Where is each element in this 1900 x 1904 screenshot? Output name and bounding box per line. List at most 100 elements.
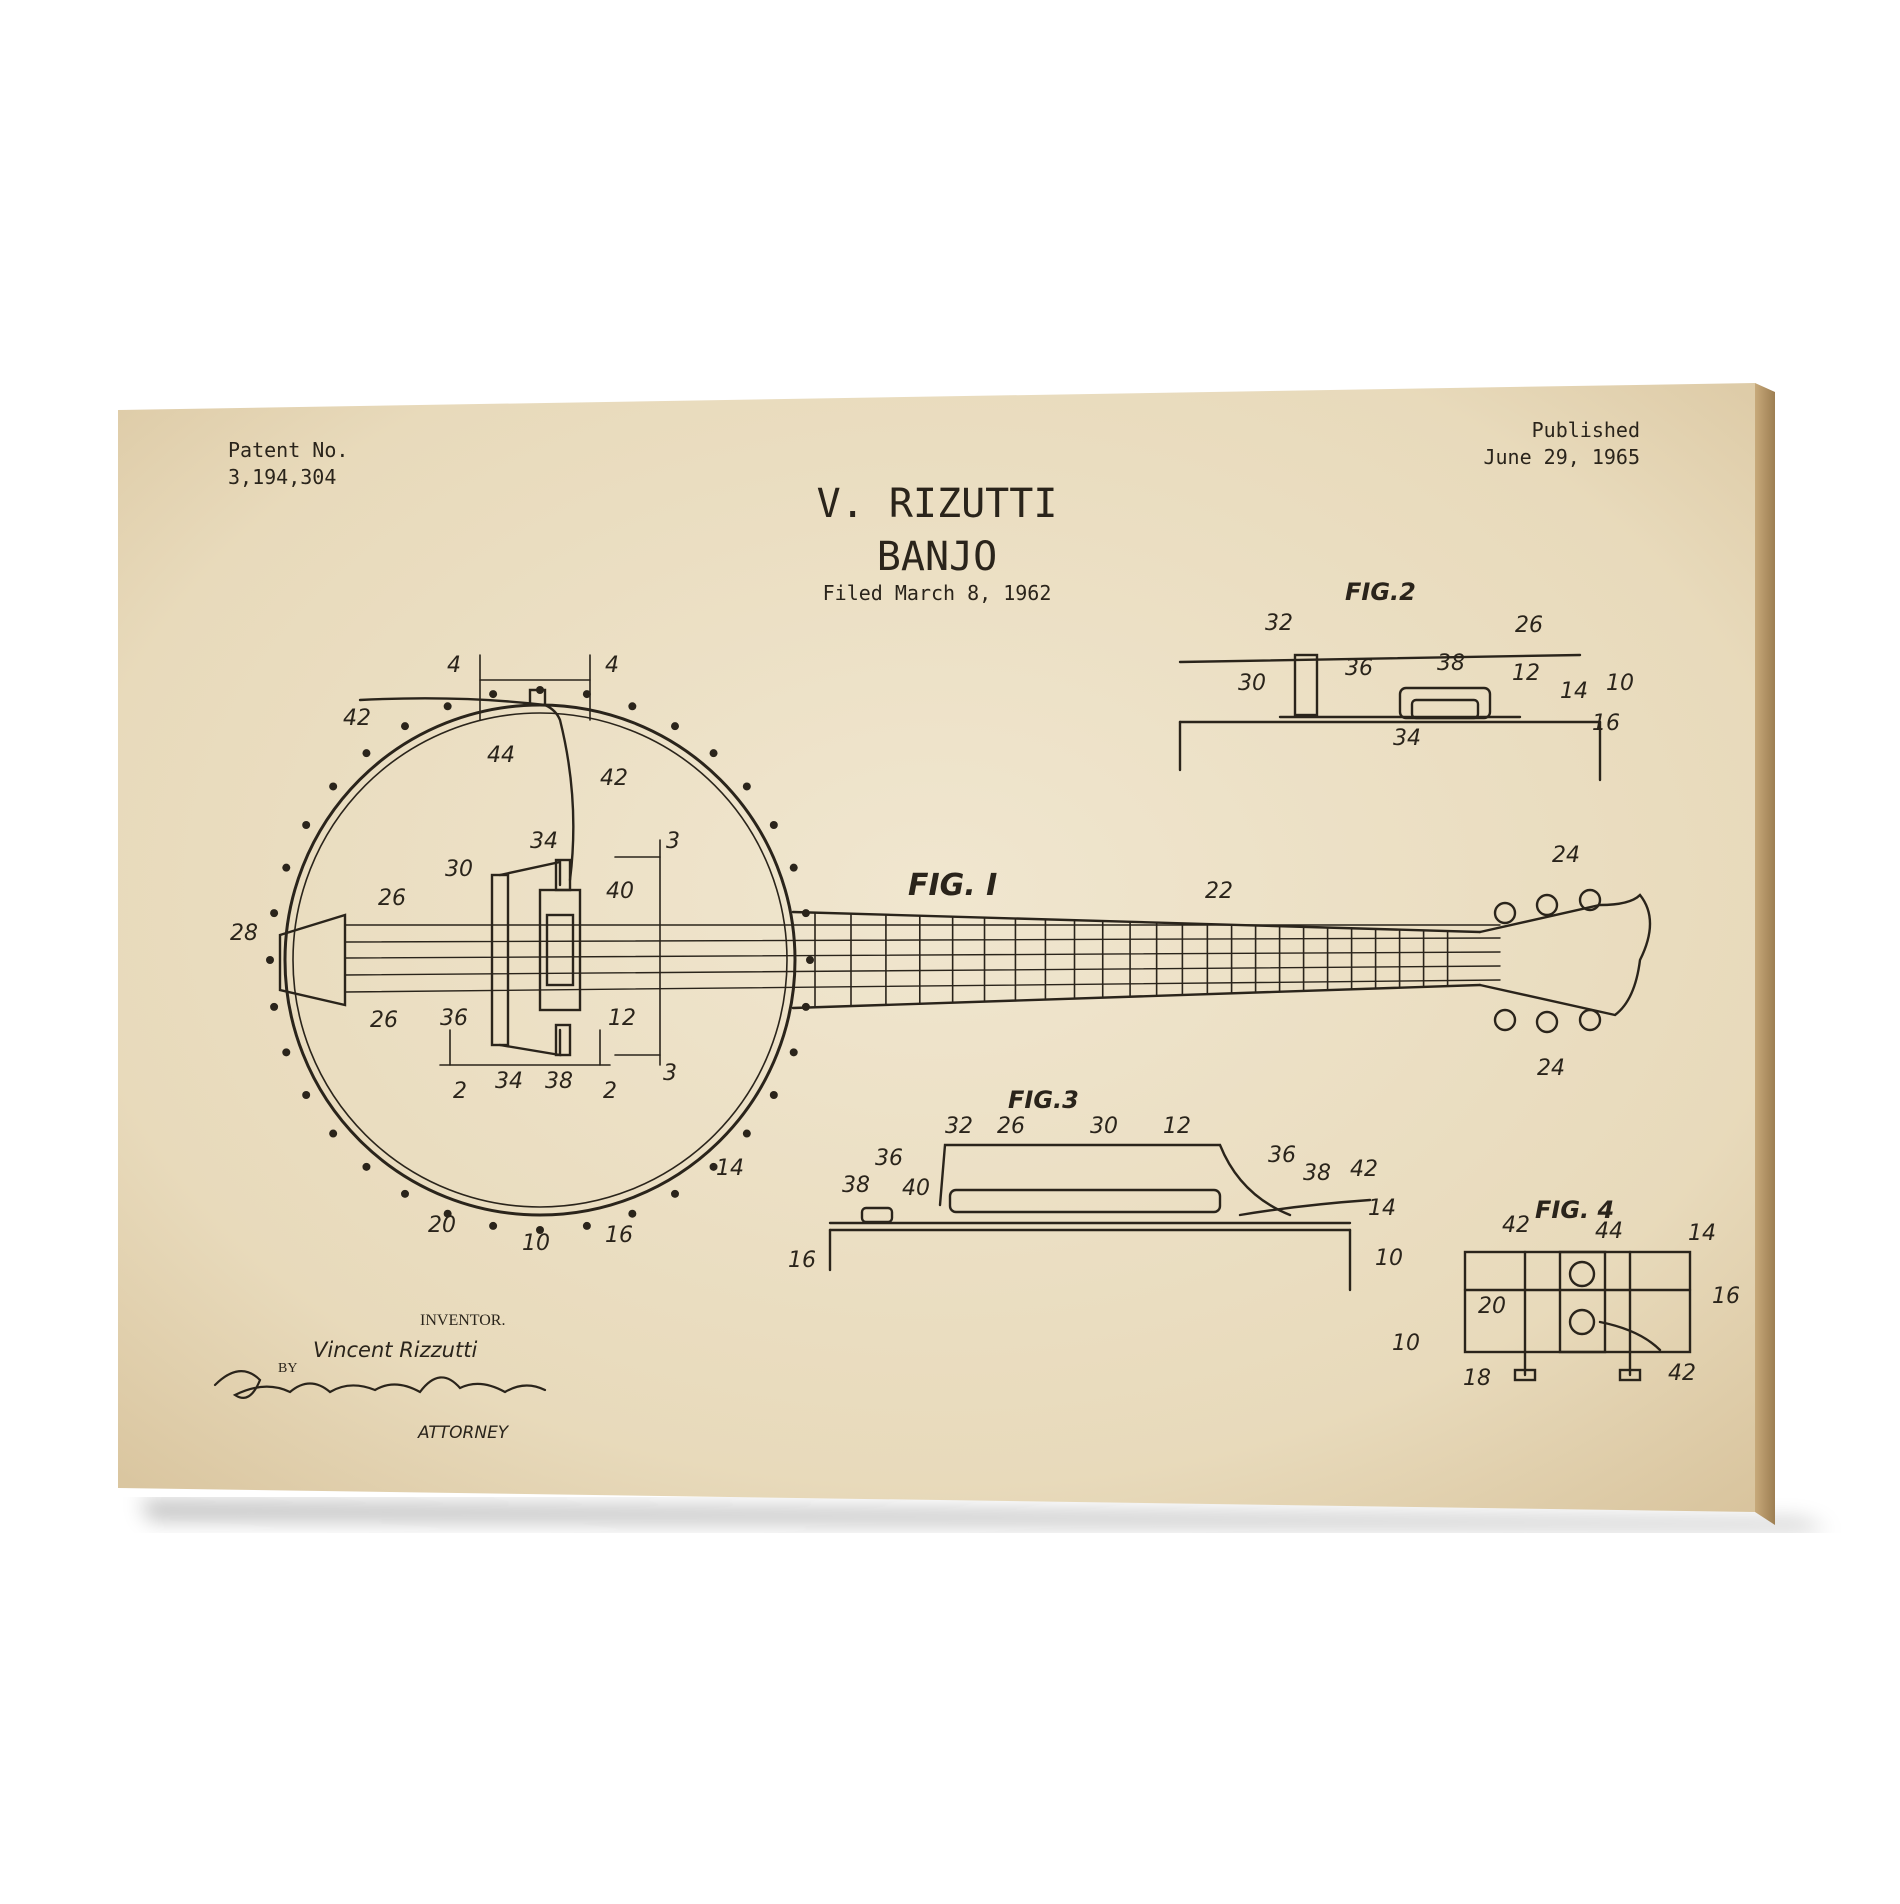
fig4-reference-numeral: 42 <box>1668 1361 1696 1386</box>
fig1-reference-numeral: 42 <box>343 706 371 731</box>
fig1-reference-numeral: 10 <box>522 1231 550 1256</box>
fig1-reference-numeral: 14 <box>716 1156 744 1181</box>
patent-number-label: Patent No. <box>228 438 348 462</box>
rim-hook <box>266 956 274 964</box>
fig1-reference-numeral: 16 <box>605 1223 633 1248</box>
fig1-reference-numeral: 40 <box>606 879 634 904</box>
inventor-signature-name: Vincent Rizzutti <box>313 1338 477 1362</box>
rim-hook <box>329 782 337 790</box>
rim-hook <box>583 1222 591 1230</box>
fig1-reference-numeral: 28 <box>230 921 258 946</box>
rim-hook <box>362 1163 370 1171</box>
fig4-reference-numeral: 14 <box>1688 1221 1716 1246</box>
rim-hook <box>444 702 452 710</box>
fig3-reference-numeral: 36 <box>1268 1143 1296 1168</box>
fig1-reference-numeral: 24 <box>1552 843 1580 868</box>
fig1-reference-numeral: 4 <box>605 653 619 678</box>
rim-hook <box>628 702 636 710</box>
fig1-reference-numeral: 26 <box>378 886 406 911</box>
fig1-reference-numeral: 42 <box>600 766 628 791</box>
fig4-reference-numeral: 18 <box>1463 1366 1491 1391</box>
inventor-label: INVENTOR. <box>420 1312 505 1329</box>
fig3-reference-numeral: 26 <box>997 1114 1025 1139</box>
fig4-reference-numeral: 10 <box>1392 1331 1420 1356</box>
fig3-reference-numeral: 10 <box>1375 1246 1403 1271</box>
rim-hook <box>302 1091 310 1099</box>
patent-number-value: 3,194,304 <box>228 465 336 489</box>
fig3-reference-numeral: 38 <box>1303 1161 1331 1186</box>
canvas-side-edge <box>1755 383 1775 1525</box>
rim-hook <box>489 690 497 698</box>
rim-hook <box>401 1190 409 1198</box>
fig3-reference-numeral: 38 <box>842 1173 870 1198</box>
rim-hook <box>282 1048 290 1056</box>
rim-hook <box>790 1048 798 1056</box>
fig1-reference-numeral: 22 <box>1205 879 1233 904</box>
rim-hook <box>489 1222 497 1230</box>
fig1-reference-numeral: 3 <box>663 1061 677 1086</box>
fig3-reference-numeral: 42 <box>1350 1157 1378 1182</box>
rim-hook <box>628 1210 636 1218</box>
fig2-title: FIG.2 <box>1345 578 1416 606</box>
fig1-title: FIG. I <box>908 868 997 903</box>
published-date: June 29, 1965 <box>1483 445 1640 469</box>
fig1-reference-numeral: 4 <box>447 653 461 678</box>
rim-hook <box>270 909 278 917</box>
fig1-reference-numeral: 3 <box>666 829 680 854</box>
fig1-reference-numeral: 44 <box>487 743 515 768</box>
fig2-reference-numeral: 30 <box>1238 671 1266 696</box>
fig2-reference-numeral: 36 <box>1345 656 1373 681</box>
rim-hook <box>671 1190 679 1198</box>
rim-hook <box>743 782 751 790</box>
fig3-reference-numeral: 30 <box>1090 1114 1118 1139</box>
rim-hook <box>401 722 409 730</box>
fig2-reference-numeral: 32 <box>1265 611 1293 636</box>
fig1-reference-numeral: 26 <box>370 1008 398 1033</box>
fig1-reference-numeral: 34 <box>530 829 558 854</box>
rim-hook <box>770 821 778 829</box>
rim-hook <box>282 864 290 872</box>
fig1-reference-numeral: 24 <box>1537 1056 1565 1081</box>
fig2-reference-numeral: 38 <box>1437 651 1465 676</box>
fig1-reference-numeral: 30 <box>445 857 473 882</box>
filed-date: Filed March 8, 1962 <box>823 581 1052 605</box>
fig1-reference-numeral: 36 <box>440 1006 468 1031</box>
fig3-reference-numeral: 40 <box>902 1176 930 1201</box>
rim-hook <box>362 749 370 757</box>
fig3-reference-numeral: 12 <box>1163 1114 1191 1139</box>
rim-hook <box>743 1130 751 1138</box>
fig4-reference-numeral: 16 <box>1712 1284 1740 1309</box>
rim-hook <box>806 956 814 964</box>
rim-hook <box>270 1003 278 1011</box>
rim-hook <box>302 821 310 829</box>
fig3-reference-numeral: 16 <box>788 1248 816 1273</box>
fig2-reference-numeral: 10 <box>1606 671 1634 696</box>
rim-hook <box>671 722 679 730</box>
invention-title: BANJO <box>877 534 997 580</box>
fig4-reference-numeral: 20 <box>1478 1294 1506 1319</box>
fig3-reference-numeral: 14 <box>1368 1196 1396 1221</box>
fig4-reference-numeral: 42 <box>1502 1213 1530 1238</box>
inventor-name-heading: V. RIZUTTI <box>817 481 1058 527</box>
rim-hook <box>329 1130 337 1138</box>
rim-hook <box>770 1091 778 1099</box>
fig3-reference-numeral: 36 <box>875 1146 903 1171</box>
published-label: Published <box>1532 418 1640 442</box>
fig3-title: FIG.3 <box>1008 1086 1079 1114</box>
fig2-reference-numeral: 12 <box>1512 661 1540 686</box>
fig1-reference-numeral: 20 <box>428 1213 456 1238</box>
fig4-reference-numeral: 44 <box>1595 1219 1623 1244</box>
fig1-reference-numeral: 2 <box>603 1079 617 1104</box>
attorney-label: ATTORNEY <box>417 1423 510 1443</box>
fig2-reference-numeral: 16 <box>1592 711 1620 736</box>
fig2-reference-numeral: 34 <box>1393 726 1421 751</box>
fig1-reference-numeral: 2 <box>453 1079 467 1104</box>
fig2-reference-numeral: 26 <box>1515 613 1543 638</box>
rim-hook <box>710 749 718 757</box>
fig1-reference-numeral: 34 <box>495 1069 523 1094</box>
fig1-reference-numeral: 12 <box>608 1006 636 1031</box>
fig2-reference-numeral: 14 <box>1560 679 1588 704</box>
fig1-reference-numeral: 38 <box>545 1069 573 1094</box>
